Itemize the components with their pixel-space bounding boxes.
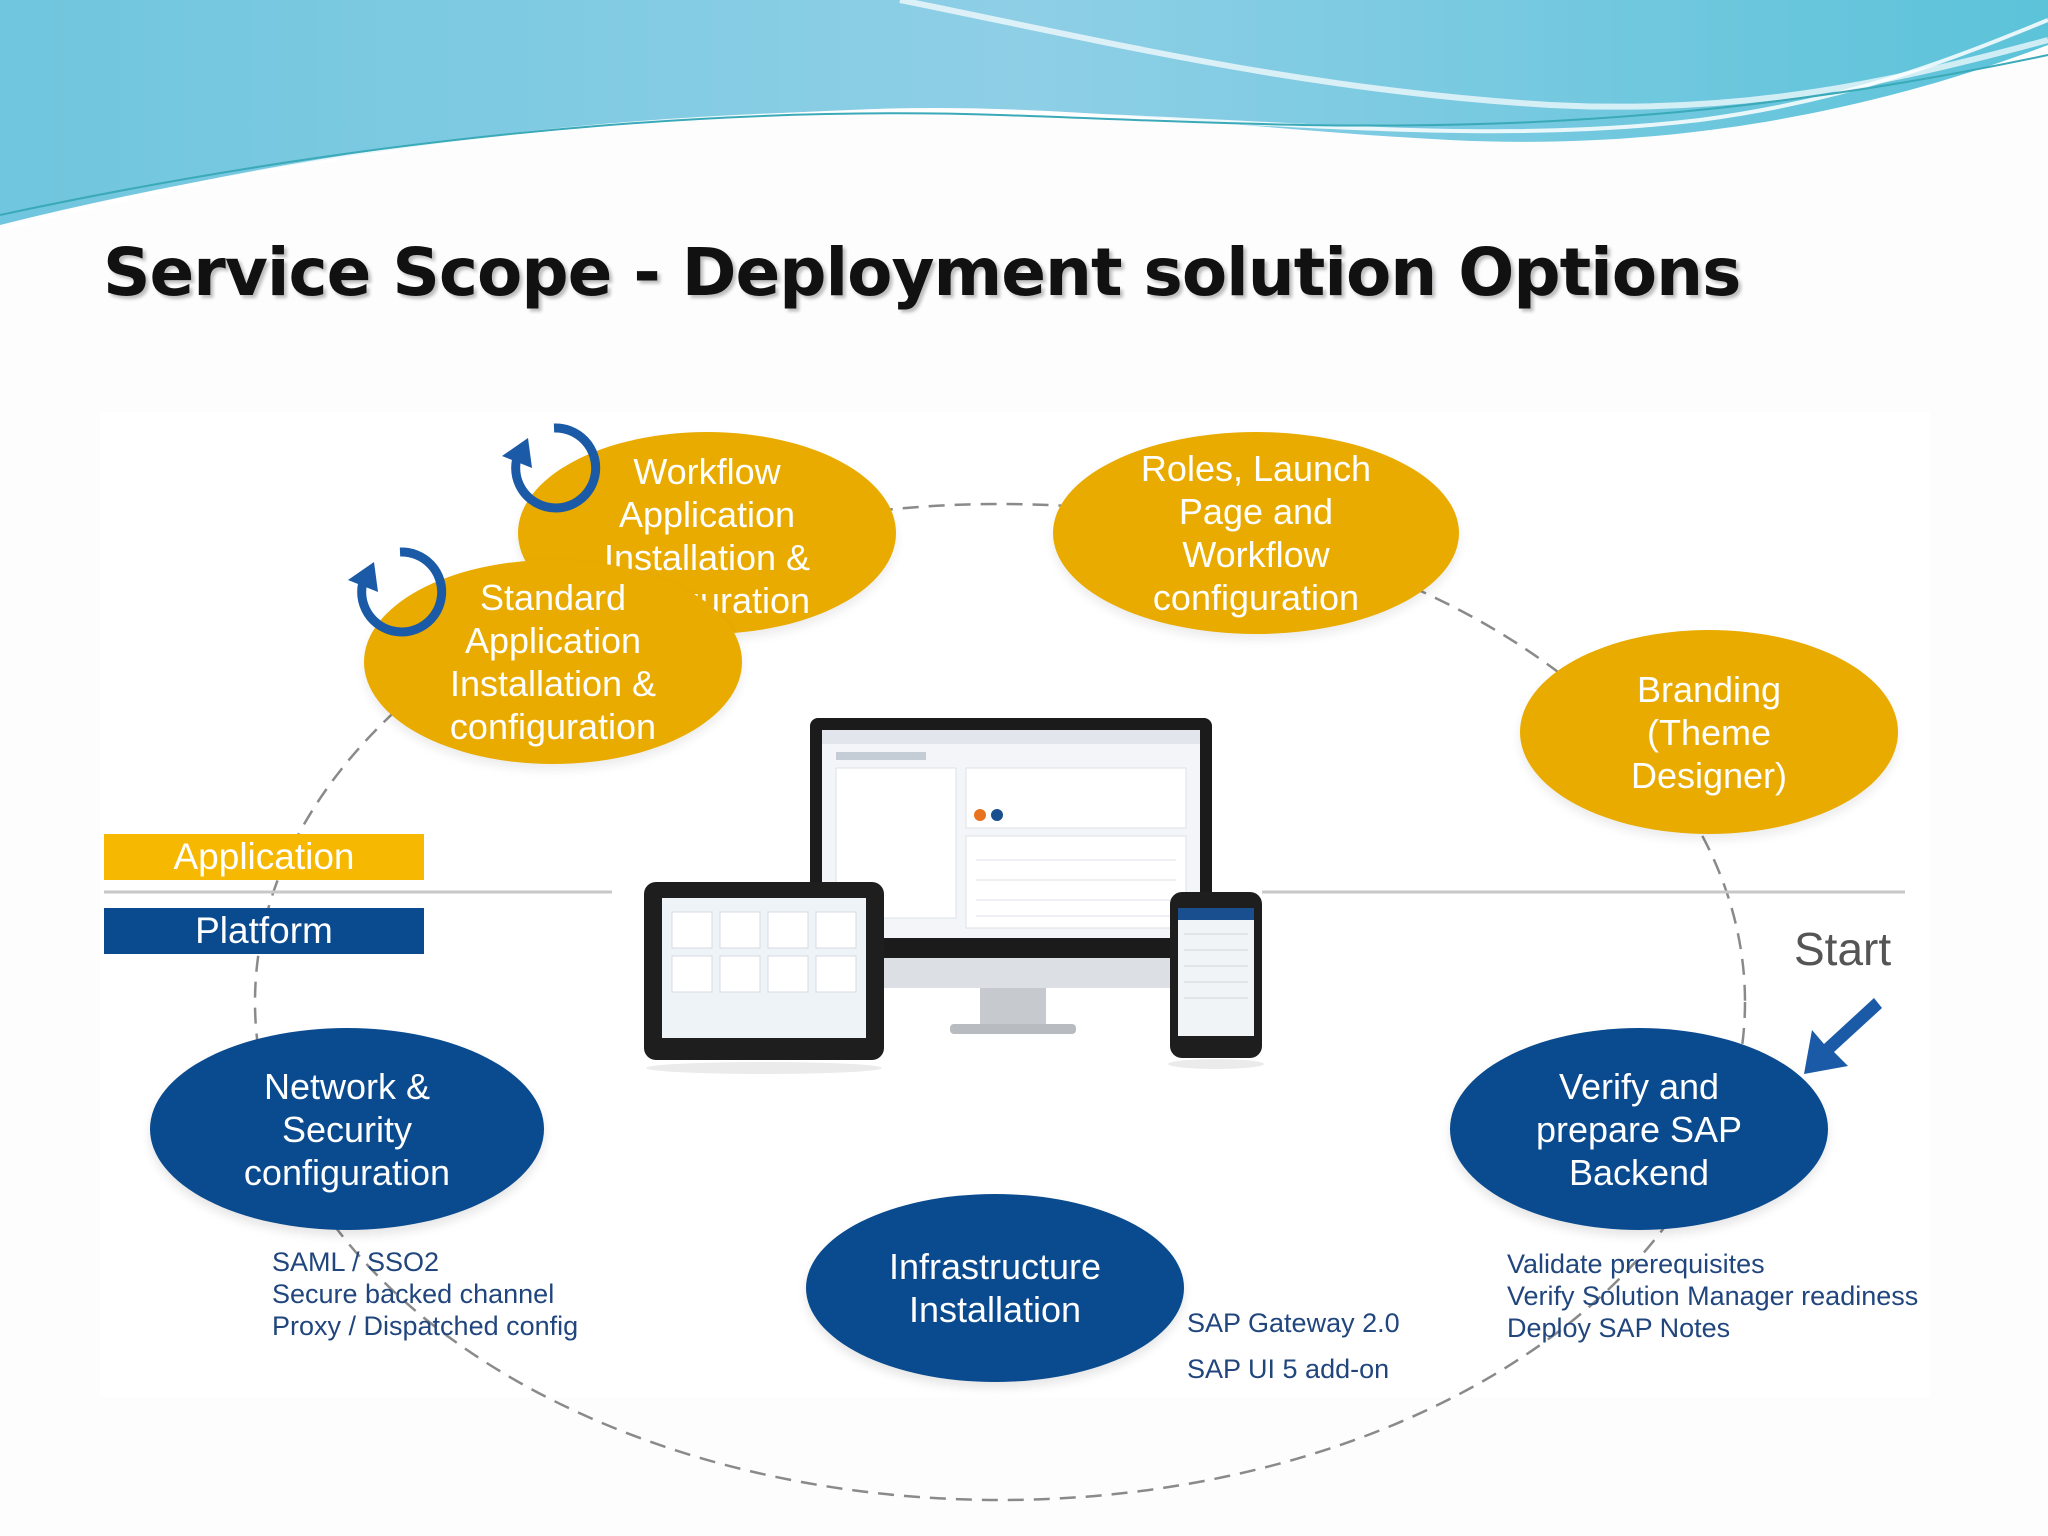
step-roles-launchpad: Roles, Launch Page and Workflow configur… xyxy=(1053,432,1459,634)
step-line: (Theme xyxy=(1646,711,1772,753)
header-wave xyxy=(0,0,2048,232)
step-branding: Branding (Theme Designer) xyxy=(1520,630,1898,834)
network-notes: SAML / SSO2 Secure backed channel Proxy … xyxy=(272,1246,578,1342)
step-line: Network & xyxy=(263,1065,431,1107)
step-line: Workflow xyxy=(633,451,781,492)
note-line: Verify Solution Manager readiness xyxy=(1507,1281,1919,1311)
step-line: Backend xyxy=(1568,1151,1710,1193)
step-line: Roles, Launch xyxy=(1140,448,1372,489)
note-line: SAML / SSO2 xyxy=(272,1247,440,1277)
cycle-icon xyxy=(502,423,601,513)
note-line: Validate prerequisites xyxy=(1507,1249,1765,1279)
slide-title: Service Scope - Deployment solution Opti… xyxy=(103,234,1741,311)
step-line: prepare SAP xyxy=(1535,1108,1743,1150)
step-line: configuration xyxy=(449,706,657,747)
infrastructure-notes: SAP Gateway 2.0 SAP UI 5 add-on xyxy=(1187,1300,1400,1392)
step-infrastructure: Infrastructure Installation xyxy=(806,1194,1184,1382)
note-line: SAP Gateway 2.0 xyxy=(1187,1308,1400,1338)
step-line: Page and xyxy=(1178,491,1334,532)
note-line: Proxy / Dispatched config xyxy=(272,1311,579,1341)
step-verify-backend: Verify and prepare SAP Backend xyxy=(1450,1028,1828,1230)
step-line: Standard xyxy=(479,577,627,618)
step-line: configuration xyxy=(1152,577,1360,618)
step-line: Infrastructure xyxy=(888,1246,1102,1287)
step-line: Application xyxy=(464,620,642,661)
cycle-icon xyxy=(348,547,447,637)
note-line: Secure backed channel xyxy=(272,1279,555,1309)
step-line: configuration xyxy=(243,1151,451,1193)
start-arrow-icon xyxy=(1804,998,1882,1074)
step-line: Workflow xyxy=(1182,534,1330,575)
note-line: Deploy SAP Notes xyxy=(1507,1313,1731,1343)
note-line: SAP UI 5 add-on xyxy=(1187,1354,1390,1384)
step-line: Branding xyxy=(1636,668,1782,710)
step-network-security: Network & Security configuration xyxy=(150,1028,544,1230)
application-layer-label: Application xyxy=(104,834,424,880)
step-line: Installation xyxy=(908,1289,1082,1330)
step-line: Installation & xyxy=(449,663,657,704)
platform-layer-label: Platform xyxy=(104,908,424,954)
step-line: Designer) xyxy=(1630,754,1788,796)
verify-notes: Validate prerequisites Verify Solution M… xyxy=(1507,1248,1918,1344)
step-line: Verify and xyxy=(1558,1065,1720,1107)
start-label: Start xyxy=(1794,923,1892,975)
step-standard-application: Standard Application Installation & conf… xyxy=(364,560,742,764)
step-line: Security xyxy=(281,1108,413,1150)
step-line: Application xyxy=(618,494,796,535)
